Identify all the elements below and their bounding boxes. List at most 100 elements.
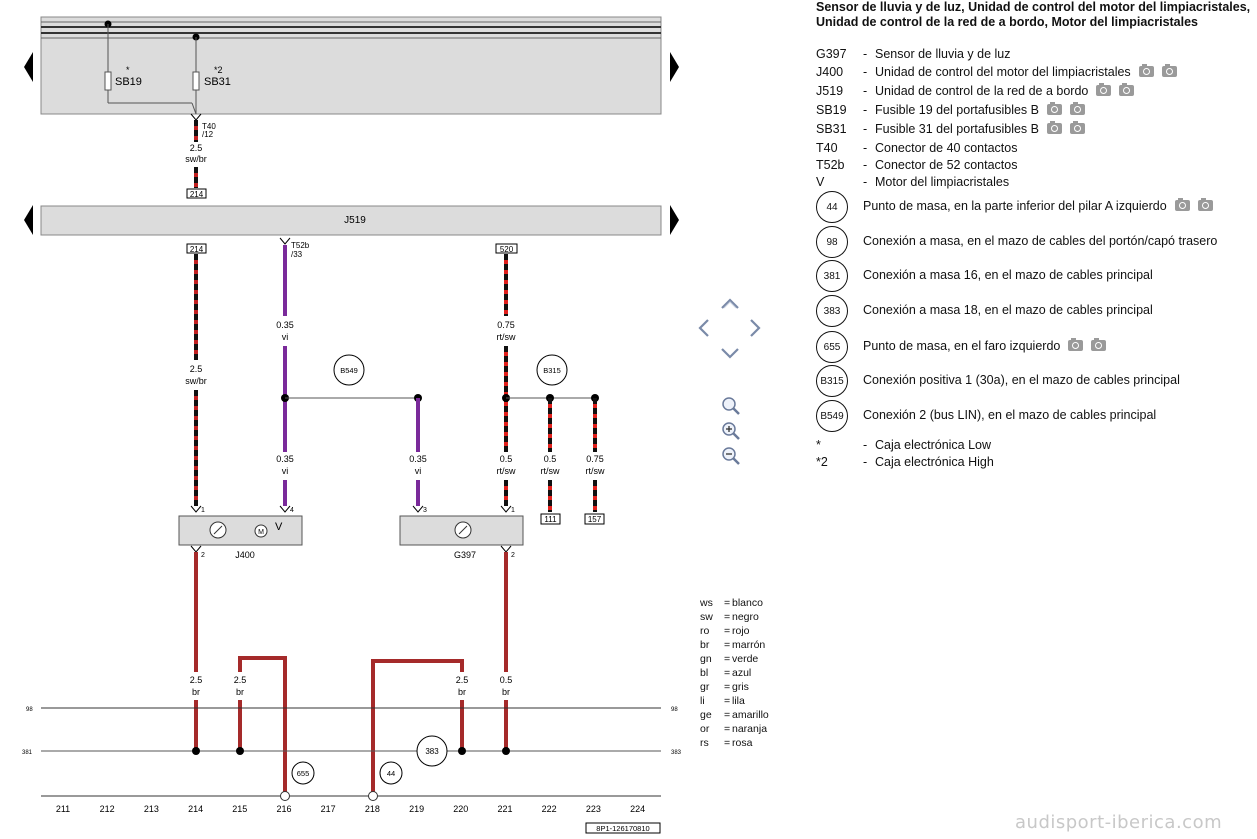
fuse-sb19-symbol[interactable] bbox=[104, 71, 112, 91]
column-number: 223 bbox=[586, 804, 601, 814]
wire-color: br bbox=[502, 687, 510, 697]
column-number: 219 bbox=[409, 804, 424, 814]
legend-dash: - bbox=[863, 438, 868, 452]
camera-icon[interactable] bbox=[1119, 83, 1135, 96]
zoom-in-button[interactable] bbox=[721, 421, 741, 441]
zoom-out-button[interactable] bbox=[721, 446, 741, 466]
wire-size: 0.75 bbox=[497, 320, 515, 330]
fuse-sb19-marker: * bbox=[126, 65, 130, 75]
nav-left-button[interactable] bbox=[697, 319, 709, 337]
legend-dash: - bbox=[863, 455, 868, 469]
color-code-row: ws=blanco bbox=[700, 596, 769, 610]
j400-box[interactable] bbox=[178, 515, 303, 546]
equals-sign: = bbox=[724, 695, 731, 707]
wire-size: 0.5 bbox=[500, 675, 513, 685]
column-number: 222 bbox=[542, 804, 557, 814]
brown-wires[interactable] bbox=[194, 552, 508, 794]
camera-icon[interactable] bbox=[1069, 102, 1085, 115]
nav-right-button[interactable] bbox=[750, 319, 762, 337]
b549-circle[interactable] bbox=[333, 354, 365, 386]
prev-page-icon[interactable] bbox=[24, 205, 33, 235]
color-code-row: bl=azul bbox=[700, 666, 769, 680]
legend-desc: Sensor de lluvia y de luz bbox=[875, 47, 1011, 61]
g397-label: G397 bbox=[454, 550, 476, 560]
legend-dash: - bbox=[863, 175, 868, 189]
legend-desc: Caja electrónica High bbox=[875, 455, 994, 469]
camera-icon[interactable] bbox=[1091, 338, 1107, 351]
camera-icon[interactable] bbox=[1046, 121, 1062, 134]
nav-up-button[interactable] bbox=[721, 296, 739, 309]
color-name: marrón bbox=[732, 639, 766, 651]
equals-sign: = bbox=[724, 597, 731, 609]
color-code-row: li=lila bbox=[700, 694, 769, 708]
ground-44-circle[interactable] bbox=[379, 761, 403, 785]
wire-color: vi bbox=[282, 466, 289, 476]
wiring-diagram: SB19 * SB31 *2 T40 /12 2.5 sw/br 214 J51… bbox=[22, 16, 682, 834]
color-code-row: br=marrón bbox=[700, 638, 769, 652]
chevron-right-icon bbox=[750, 319, 761, 337]
legend-note: *-Caja electrónica Low bbox=[816, 438, 1250, 452]
color-code-row: gn=verde bbox=[700, 652, 769, 666]
ground-point bbox=[280, 791, 290, 801]
legend-dash: - bbox=[863, 47, 868, 61]
ground-383-circle[interactable] bbox=[416, 735, 448, 767]
legend-item: J519-Unidad de control de la red de a bo… bbox=[816, 83, 1250, 98]
legend-dash: - bbox=[863, 65, 868, 79]
prev-page-icon[interactable] bbox=[24, 52, 33, 82]
camera-icon[interactable] bbox=[1069, 121, 1085, 134]
zoom-fit-button[interactable] bbox=[721, 396, 741, 416]
camera-icon[interactable] bbox=[1138, 64, 1154, 77]
fuse-sb19-label: SB19 bbox=[115, 76, 142, 88]
legend-circle-code: 98 bbox=[816, 226, 848, 258]
legend-desc: Motor del limpiacristales bbox=[875, 175, 1010, 189]
ref-box-157[interactable] bbox=[584, 513, 605, 525]
ref-box-214[interactable] bbox=[186, 243, 207, 254]
camera-icon[interactable] bbox=[1096, 83, 1112, 96]
rail-label: 383 bbox=[671, 750, 682, 756]
rail-label: 381 bbox=[22, 750, 33, 756]
color-name: negro bbox=[732, 611, 759, 623]
fusebox-panel bbox=[40, 16, 662, 115]
t40-pin: /12 bbox=[202, 130, 214, 139]
next-page-icon[interactable] bbox=[670, 205, 679, 235]
wire-size: 0.5 bbox=[544, 454, 557, 464]
ref-box-520[interactable] bbox=[495, 243, 518, 254]
fuse-sb31-label: SB31 bbox=[204, 76, 231, 88]
legend-item: G397-Sensor de lluvia y de luz bbox=[816, 47, 1250, 61]
camera-icon[interactable] bbox=[1161, 64, 1177, 77]
color-code-row: ro=rojo bbox=[700, 624, 769, 638]
wire-color: br bbox=[458, 687, 466, 697]
legend-desc: Fusible 19 del portafusibles B bbox=[875, 103, 1039, 117]
legend-title: Sensor de lluvia y de luz, Unidad de con… bbox=[816, 0, 1251, 29]
wire-color: vi bbox=[282, 332, 289, 342]
pin-label: 3 bbox=[423, 507, 427, 514]
color-code: ge bbox=[700, 709, 712, 721]
next-page-icon[interactable] bbox=[670, 52, 679, 82]
chevron-left-icon bbox=[698, 319, 709, 337]
ref-157: 157 bbox=[588, 515, 602, 524]
camera-icon[interactable] bbox=[1174, 198, 1190, 211]
equals-sign: = bbox=[724, 653, 731, 665]
legend-code: T40 bbox=[816, 141, 838, 155]
ground-655-circle[interactable] bbox=[291, 761, 315, 785]
legend-circle-code: 44 bbox=[816, 191, 848, 223]
nav-down-button[interactable] bbox=[721, 347, 739, 359]
camera-icon[interactable] bbox=[1197, 198, 1213, 211]
column-number: 213 bbox=[144, 804, 159, 814]
pin-label: 2 bbox=[511, 552, 515, 559]
watermark: audisport-iberica.com bbox=[1015, 812, 1223, 833]
fuse-sb31-symbol[interactable] bbox=[192, 71, 200, 91]
j519-panel[interactable] bbox=[40, 205, 662, 236]
b315-circle[interactable] bbox=[536, 354, 568, 386]
wire-color: sw/br bbox=[185, 376, 207, 386]
ref-box-214[interactable] bbox=[186, 188, 207, 199]
ref-box-111[interactable] bbox=[540, 513, 561, 525]
camera-icon[interactable] bbox=[1068, 338, 1084, 351]
legend-desc: Caja electrónica Low bbox=[875, 438, 992, 452]
camera-icon[interactable] bbox=[1046, 102, 1062, 115]
t52b-label: T52b bbox=[291, 241, 310, 250]
color-code-row: gr=gris bbox=[700, 680, 769, 694]
color-code: bl bbox=[700, 667, 709, 679]
